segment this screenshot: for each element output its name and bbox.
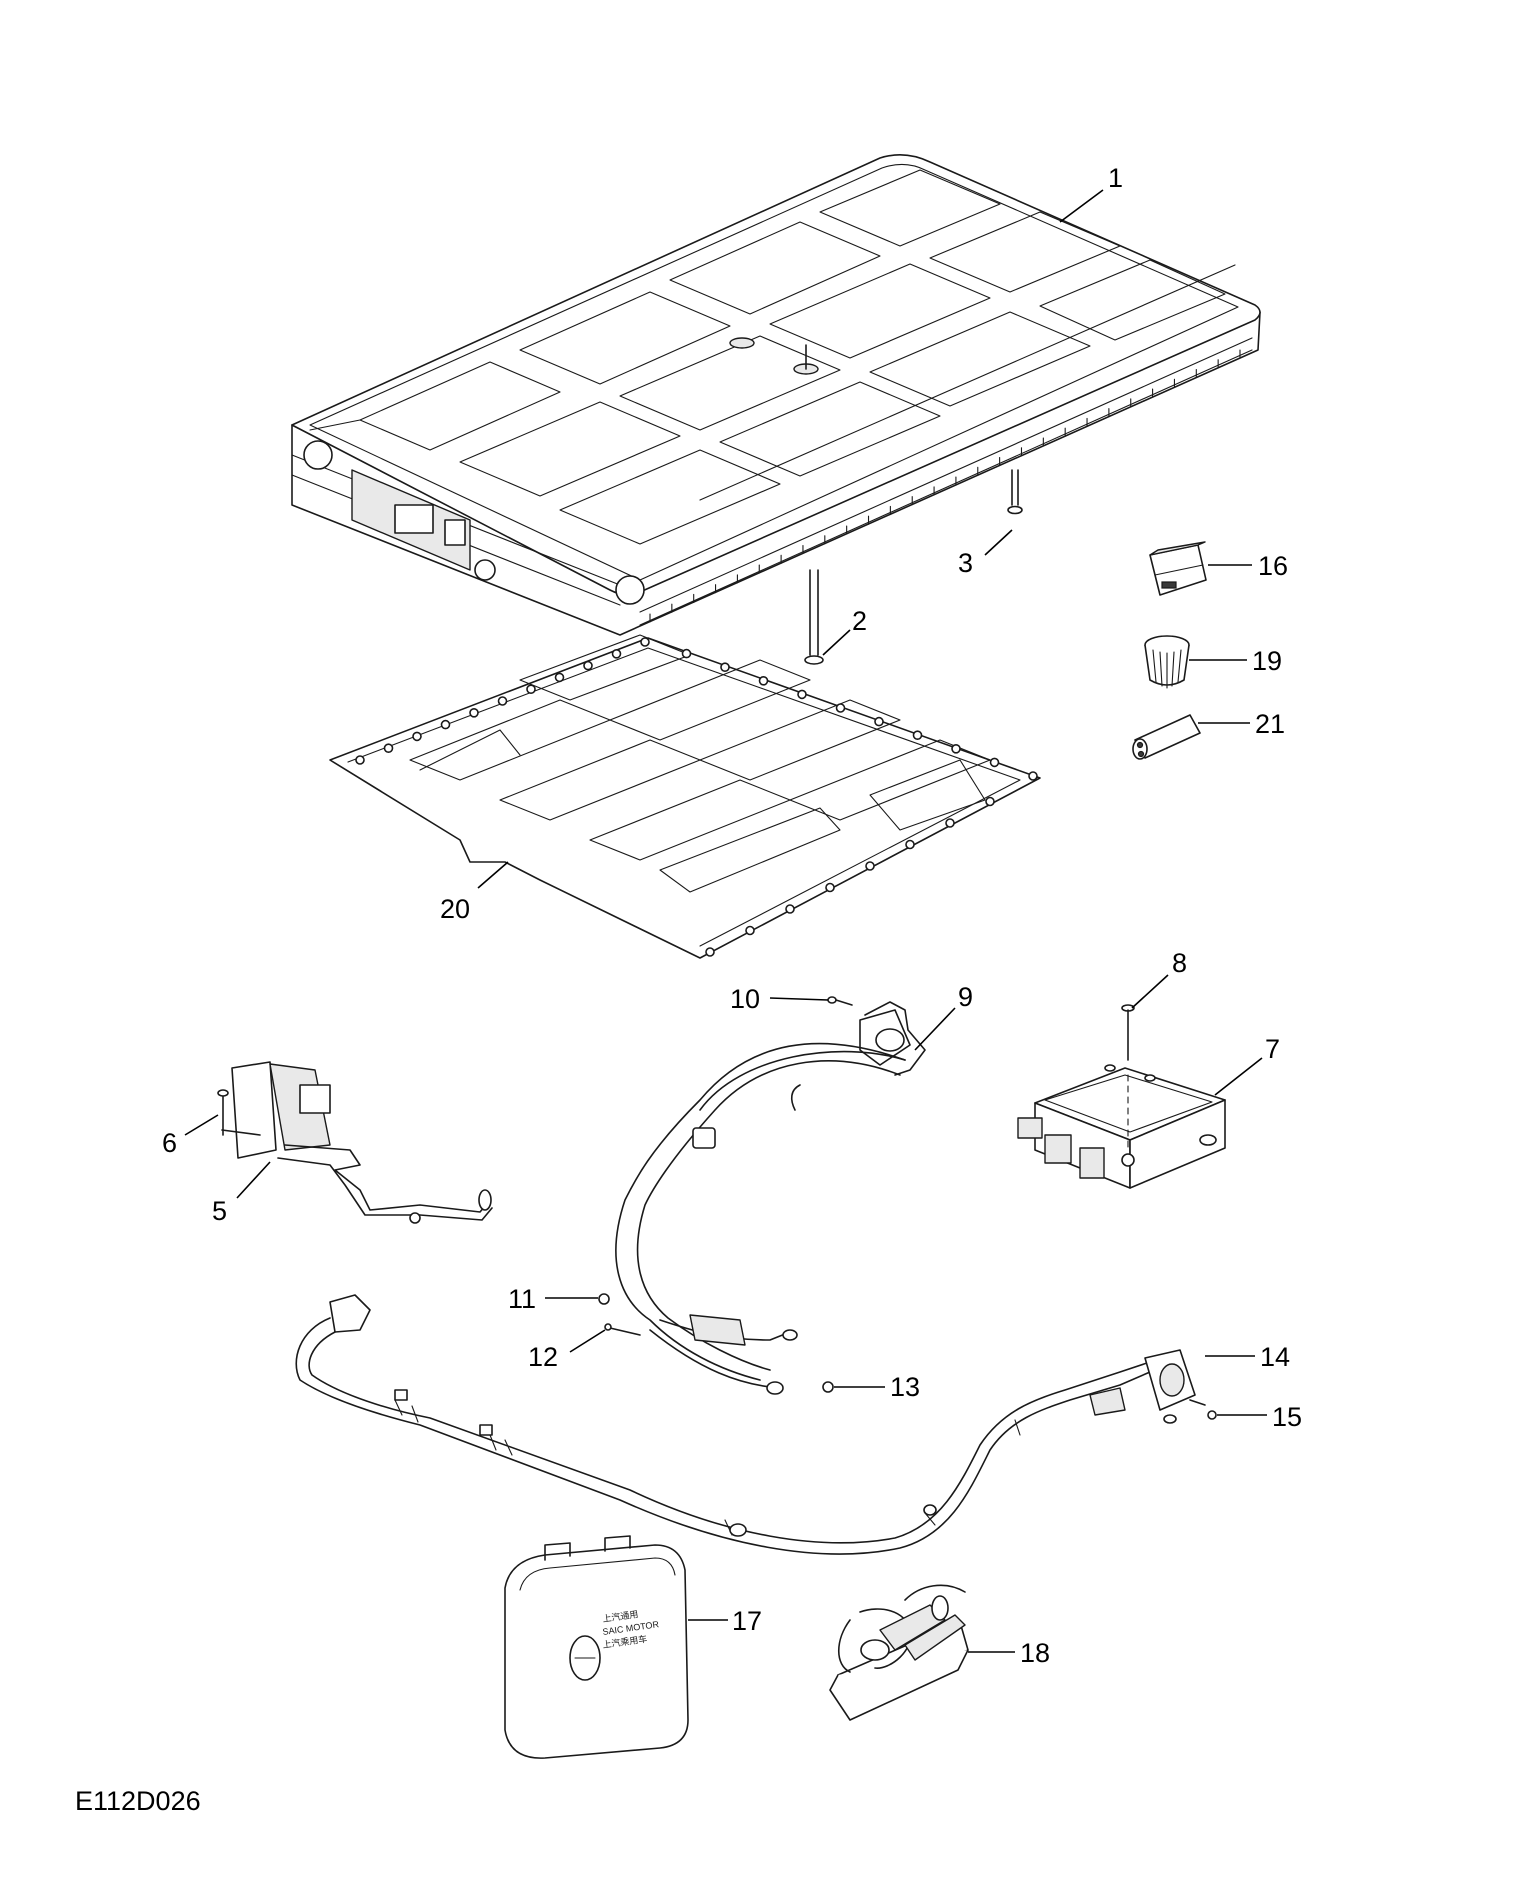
callout-16: 16 <box>1258 551 1288 581</box>
callout-3: 3 <box>958 548 973 578</box>
part-battery-pack <box>291 154 1261 636</box>
bolt-hole <box>640 637 650 647</box>
bolt-hole <box>469 707 479 718</box>
leader-9 <box>914 1007 956 1051</box>
callout-5: 5 <box>212 1196 227 1226</box>
leader-10 <box>769 997 829 1001</box>
callout-15: 15 <box>1272 1402 1302 1432</box>
callout-18: 18 <box>1020 1638 1050 1668</box>
leader-8 <box>1131 974 1169 1009</box>
side-vents <box>649 349 1241 623</box>
part-charge-port-harness <box>295 1294 1206 1555</box>
callout-8: 8 <box>1172 948 1187 978</box>
leader-2 <box>822 629 851 656</box>
part-screw-13 <box>822 1381 834 1393</box>
bolt-hole <box>705 947 715 957</box>
bolt-hole <box>720 662 730 673</box>
leader-lines <box>184 189 1267 1653</box>
bolt-hole <box>945 818 955 828</box>
part-hv-harness <box>615 1001 926 1395</box>
bolt-hole <box>583 660 593 671</box>
bolt-hole <box>985 796 995 807</box>
callout-11: 11 <box>508 1284 536 1314</box>
callout-13: 13 <box>890 1372 920 1402</box>
callout-2: 2 <box>852 606 867 636</box>
case-brand-logo: 上汽通用 <box>602 1608 639 1624</box>
bolt-hole <box>797 689 807 700</box>
part-short-bolt <box>1007 469 1023 515</box>
bolt-hole <box>905 839 915 850</box>
part-screw-10 <box>827 996 853 1006</box>
callout-1: 1 <box>1108 163 1123 193</box>
callout-12: 12 <box>528 1342 558 1372</box>
part-long-bolt <box>804 569 824 665</box>
bolt-hole <box>835 703 846 713</box>
leader-1 <box>1059 189 1104 223</box>
shield-bolt-holes <box>355 637 1038 957</box>
bolt-hole <box>412 731 422 742</box>
callout-labels: 1 2 3 5 6 7 8 9 10 11 12 13 14 15 16 17 … <box>162 163 1302 1668</box>
callout-9: 9 <box>958 982 973 1012</box>
part-control-bracket <box>221 1061 493 1224</box>
part-screw-12 <box>604 1323 641 1336</box>
bolt-hole <box>681 648 692 659</box>
part-fuse-21 <box>1132 714 1201 760</box>
bolt-hole <box>989 757 1000 768</box>
callout-19: 19 <box>1252 646 1282 676</box>
bolt-hole <box>874 716 884 727</box>
callout-7: 7 <box>1265 1034 1280 1064</box>
callout-17: 17 <box>732 1606 762 1636</box>
bolt-hole <box>758 675 769 686</box>
part-charger-module <box>1017 1064 1226 1189</box>
part-cable-case: 上汽通用 SAIC MOTOR 上汽乘用车 <box>504 1535 689 1759</box>
bolt-hole <box>825 882 835 893</box>
part-connector-16 <box>1149 541 1207 596</box>
part-underbody-shield <box>329 634 1041 959</box>
leader-5 <box>236 1161 271 1199</box>
bolt-hole <box>912 730 923 741</box>
bolt-hole <box>785 904 795 914</box>
bolt-hole <box>440 719 451 730</box>
callout-21: 21 <box>1255 709 1285 739</box>
part-screw-15 <box>1207 1410 1217 1420</box>
bolt-hole <box>951 743 961 754</box>
figure-code: E112D026 <box>75 1786 201 1816</box>
leader-12 <box>569 1329 606 1353</box>
bolt-hole <box>526 684 536 695</box>
bolt-hole <box>611 648 622 659</box>
bolt-hole <box>355 755 365 765</box>
part-grommet-19 <box>1144 635 1190 689</box>
leader-7 <box>1214 1057 1263 1096</box>
callout-10: 10 <box>730 984 760 1014</box>
part-screw-8 <box>1121 1004 1135 1151</box>
bolt-hole <box>554 672 565 683</box>
leader-20 <box>477 861 509 889</box>
callout-14: 14 <box>1260 1342 1290 1372</box>
bolt-hole <box>497 696 508 706</box>
bolt-hole <box>865 861 875 871</box>
part-portable-charger <box>829 1584 969 1721</box>
bolt-hole <box>383 743 394 754</box>
part-screw-6 <box>217 1089 229 1136</box>
bolt-hole <box>745 925 755 936</box>
bolt-hole <box>1028 771 1038 781</box>
leader-6 <box>184 1114 219 1136</box>
callout-6: 6 <box>162 1128 177 1158</box>
leader-3 <box>984 529 1013 556</box>
callout-20: 20 <box>440 894 470 924</box>
part-screw-11 <box>598 1293 610 1305</box>
